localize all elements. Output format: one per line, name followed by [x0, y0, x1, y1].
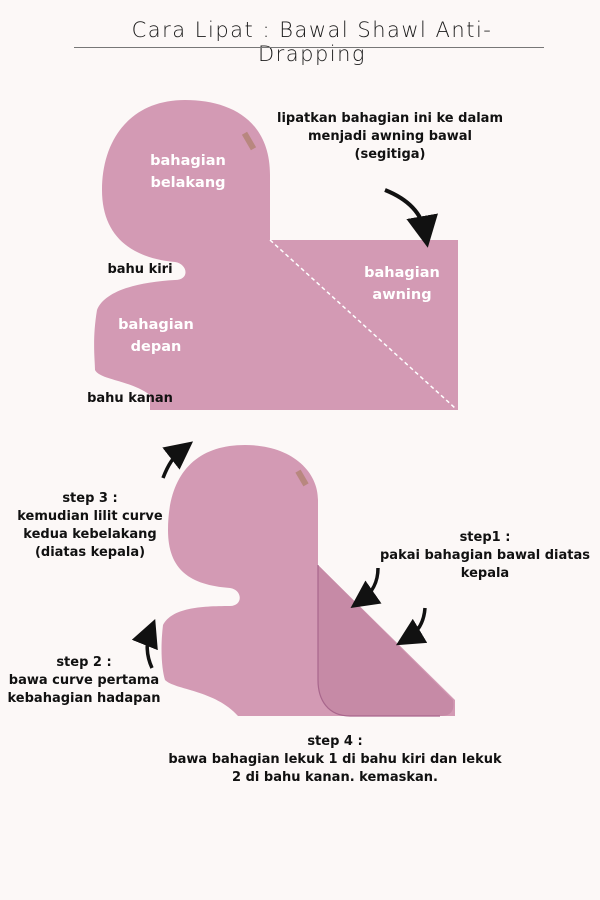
step-line: kedua kebelakang	[23, 527, 157, 542]
step-line: kebahagian hadapan	[7, 691, 161, 706]
label-line: bahagian	[150, 153, 226, 169]
label-bahagian-belakang: bahagian belakang	[138, 150, 238, 194]
shawl-tag	[241, 131, 257, 151]
step-line: (diatas kepala)	[34, 545, 146, 560]
arrow-step2-icon	[131, 618, 158, 669]
label-line: bahagian	[118, 317, 194, 333]
step-line: pakai bahagian bawal diatas	[380, 548, 590, 563]
step1-text: step1 : pakai bahagian bawal diatas kepa…	[375, 529, 595, 583]
step3-text: step 3 : kemudian lilit curve kedua kebe…	[0, 490, 180, 562]
fold-edge	[317, 565, 440, 717]
step-title: step1 :	[459, 530, 511, 545]
step-line: bawa curve pertama	[8, 673, 160, 688]
step4-text: step 4 : bawa bahagian lekuk 1 di bahu k…	[150, 733, 520, 787]
shawl-flat-shape	[94, 100, 459, 410]
step-title: step 2 :	[56, 655, 112, 670]
instruction-line: lipatkan bahagian ini ke dalam	[276, 111, 503, 126]
label-bahagian-depan: bahagian depan	[106, 314, 206, 358]
step2-text: step 2 : bawa curve pertama kebahagian h…	[0, 654, 168, 708]
arrow-fold-icon	[384, 188, 438, 248]
step-line: kemudian lilit curve	[17, 509, 163, 524]
shawl-tag	[295, 469, 309, 487]
label-bahagian-awning: bahagian awning	[352, 262, 452, 306]
label-bahu-kiri: bahu kiri	[107, 262, 173, 277]
title-underline	[74, 47, 544, 48]
step-line: kepala	[460, 566, 510, 581]
step-line: 2 di bahu kanan. kemaskan.	[232, 770, 438, 785]
step-title: step 4 :	[307, 734, 363, 749]
label-line: bahagian	[364, 265, 440, 281]
shawl-fold-overlay	[318, 565, 454, 716]
step-line: bawa bahagian lekuk 1 di bahu kiri dan l…	[168, 752, 502, 767]
instruction-line: menjadi awning bawal	[307, 129, 473, 144]
arrow-step3-icon	[161, 441, 194, 479]
step-title: step 3 :	[62, 491, 118, 506]
label-bahu-kanan: bahu kanan	[87, 391, 173, 406]
fold-instruction: lipatkan bahagian ini ke dalam menjadi a…	[270, 110, 510, 164]
instruction-line: (segitiga)	[354, 147, 426, 162]
label-line: belakang	[150, 175, 226, 191]
arrow-step1a-icon	[350, 567, 382, 609]
page-title: Cara Lipat : Bawal Shawl Anti-Drapping	[131, 18, 493, 66]
arrow-step1b-icon	[395, 607, 428, 646]
label-line: awning	[372, 287, 432, 303]
label-line: depan	[130, 339, 182, 355]
